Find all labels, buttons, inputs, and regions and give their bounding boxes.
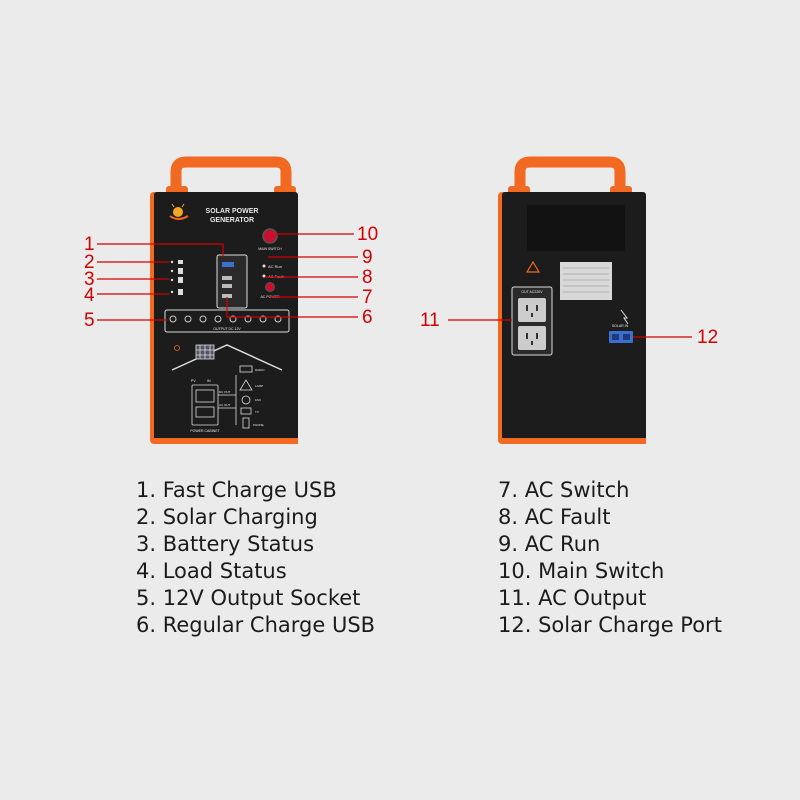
brand-logo [169,203,189,220]
back-unit: OUT AC220V SOLAR IN [498,156,646,444]
ac-socket-holes [526,305,538,345]
callout-leader-lines [97,233,692,338]
usb-port-3[interactable] [222,284,232,288]
dc-output-sockets[interactable] [169,315,282,323]
legend-item: 7. AC Switch [498,478,630,502]
front-unit: SOLAR POWER GENERATOR MAIN SWITCH AC Run… [150,156,298,444]
diagram-tv-label: TV [255,410,259,414]
legend-left: 1. Fast Charge USB 2. Solar Charging 3. … [136,477,375,639]
diagram-phone-label: PHONE [253,423,264,427]
diagram-dc-out-label: DC OUT [219,390,231,394]
main-switch-label: MAIN SWITCH [258,247,282,251]
legend-item: 5. 12V Output Socket [136,586,361,610]
callout-10: 10 [357,224,379,245]
ac-run-led [262,264,266,268]
system-diagram [171,344,283,429]
warning-icon [525,260,541,273]
front-handle [170,156,292,192]
brand-title-line1: SOLAR POWER [206,208,259,215]
ac-run-label: AC Run [268,264,282,269]
ac-socket-1[interactable] [518,298,546,322]
legend-right: 7. AC Switch 8. AC Fault 9. AC Run 10. M… [498,477,722,639]
product-illustration: SOLAR POWER GENERATOR MAIN SWITCH AC Run… [97,156,692,444]
ac-fault-led [262,274,266,278]
callout-11: 11 [420,310,440,331]
main-switch-button[interactable] [262,228,278,244]
regular-charge-usb-port[interactable] [222,294,232,298]
legend-item: 1. Fast Charge USB [136,478,337,502]
solar-in-label: SOLAR IN [612,324,629,328]
back-base [502,438,646,444]
vent-grille [527,205,625,251]
solar-panel-icon [620,309,629,325]
diagram-lamp-label: LAMP [255,384,263,388]
diagram-pv-label: PV [191,379,196,383]
legend-item: 11. AC Output [498,586,647,610]
callout-8: 8 [362,267,373,288]
diagram-in-label: IN [207,379,211,383]
legend-item: 6. Regular Charge USB [136,613,376,637]
legend-item: 9. AC Run [498,532,601,556]
back-handle [514,156,626,192]
ac-output-label: OUT AC220V [521,290,543,294]
spec-label-sticker [560,262,612,300]
callout-4: 4 [84,285,95,306]
callout-3: 3 [84,269,95,290]
callout-6: 6 [362,307,373,328]
usb-port-2[interactable] [222,276,232,280]
ac-socket-2[interactable] [518,326,546,350]
diagram-radio-label: RADIO [255,368,265,372]
spec-label-lines [563,267,609,293]
front-base [154,438,298,444]
callout-5: 5 [84,310,95,331]
legend-item: 10. Main Switch [498,559,665,583]
brand-title-line2: GENERATOR [210,217,254,224]
callout-7: 7 [362,287,373,308]
diagram-power-cabinet-label: POWER CABINET [190,429,220,433]
ac-switch-button[interactable] [265,282,275,292]
diagram-fan-label: FAN [255,398,261,402]
legend-item: 8. AC Fault [498,505,611,529]
diagram-ac-out-label: AC OUT [219,403,231,407]
status-indicators [170,260,183,295]
callout-12: 12 [697,327,719,348]
callout-1: 1 [84,234,95,255]
callout-2: 2 [84,252,95,273]
legend-item: 3. Battery Status [136,532,315,556]
callout-9: 9 [362,247,373,268]
legend-item: 2. Solar Charging [136,505,318,529]
back-body [502,192,646,440]
dc-output-label: OUTPUT DC 12V [213,327,241,331]
fast-charge-usb-port[interactable] [222,262,234,267]
legend-item: 4. Load Status [136,559,287,583]
legend-item: 12. Solar Charge Port [498,613,722,637]
